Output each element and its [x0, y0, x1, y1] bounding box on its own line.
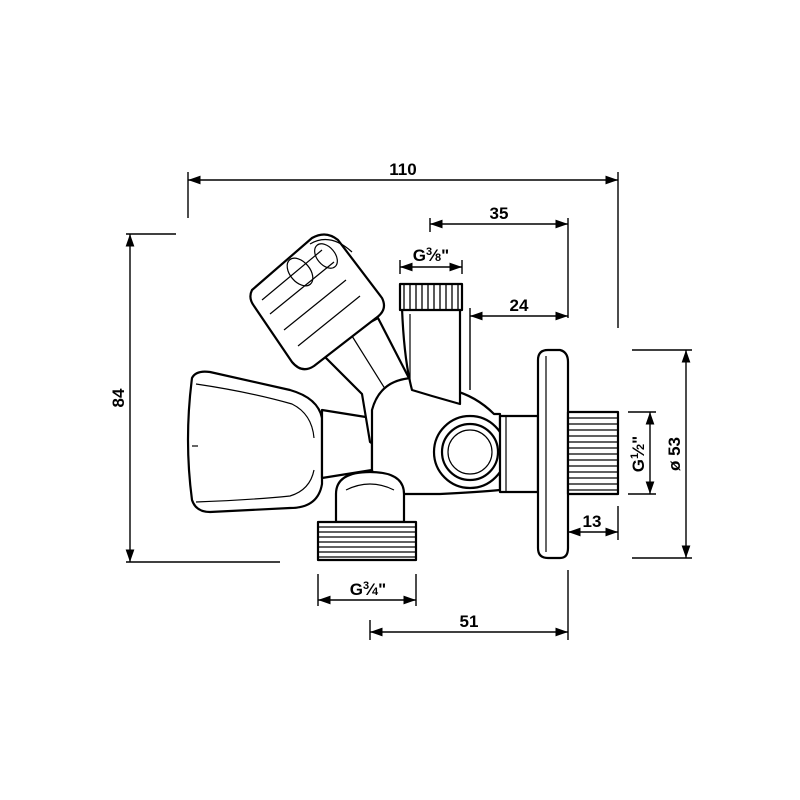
dim-flange-diameter: ø 53 [665, 437, 684, 471]
top-outlet-branch [400, 306, 462, 406]
dimension-lines [125, 172, 692, 640]
bottom-outlet-thread [316, 520, 418, 562]
dim-height: 84 [109, 388, 128, 407]
thread-label-top-outlet: G3⁄8" [413, 246, 449, 265]
dim-top-outlet-offset: 24 [510, 296, 529, 315]
dim-overall-width: 110 [389, 160, 416, 179]
inlet-thread [566, 410, 620, 496]
dim-outlet-offset: 35 [490, 204, 509, 223]
thread-label-bottom-outlet: G3⁄4" [350, 580, 386, 599]
valve-body [186, 233, 620, 562]
dimension-labels: 110 35 24 84 ø 53 13 51 G3⁄8" G3⁄4" G1⁄2… [109, 160, 684, 631]
handle-knob [186, 370, 324, 514]
filter-cap [249, 233, 386, 371]
dim-thread-length: 13 [583, 512, 602, 531]
thread-label-inlet: G1⁄2" [629, 436, 648, 472]
dim-bottom-offset: 51 [460, 612, 479, 631]
bottom-outlet-neck [334, 470, 406, 524]
rosette-flange [536, 348, 570, 560]
